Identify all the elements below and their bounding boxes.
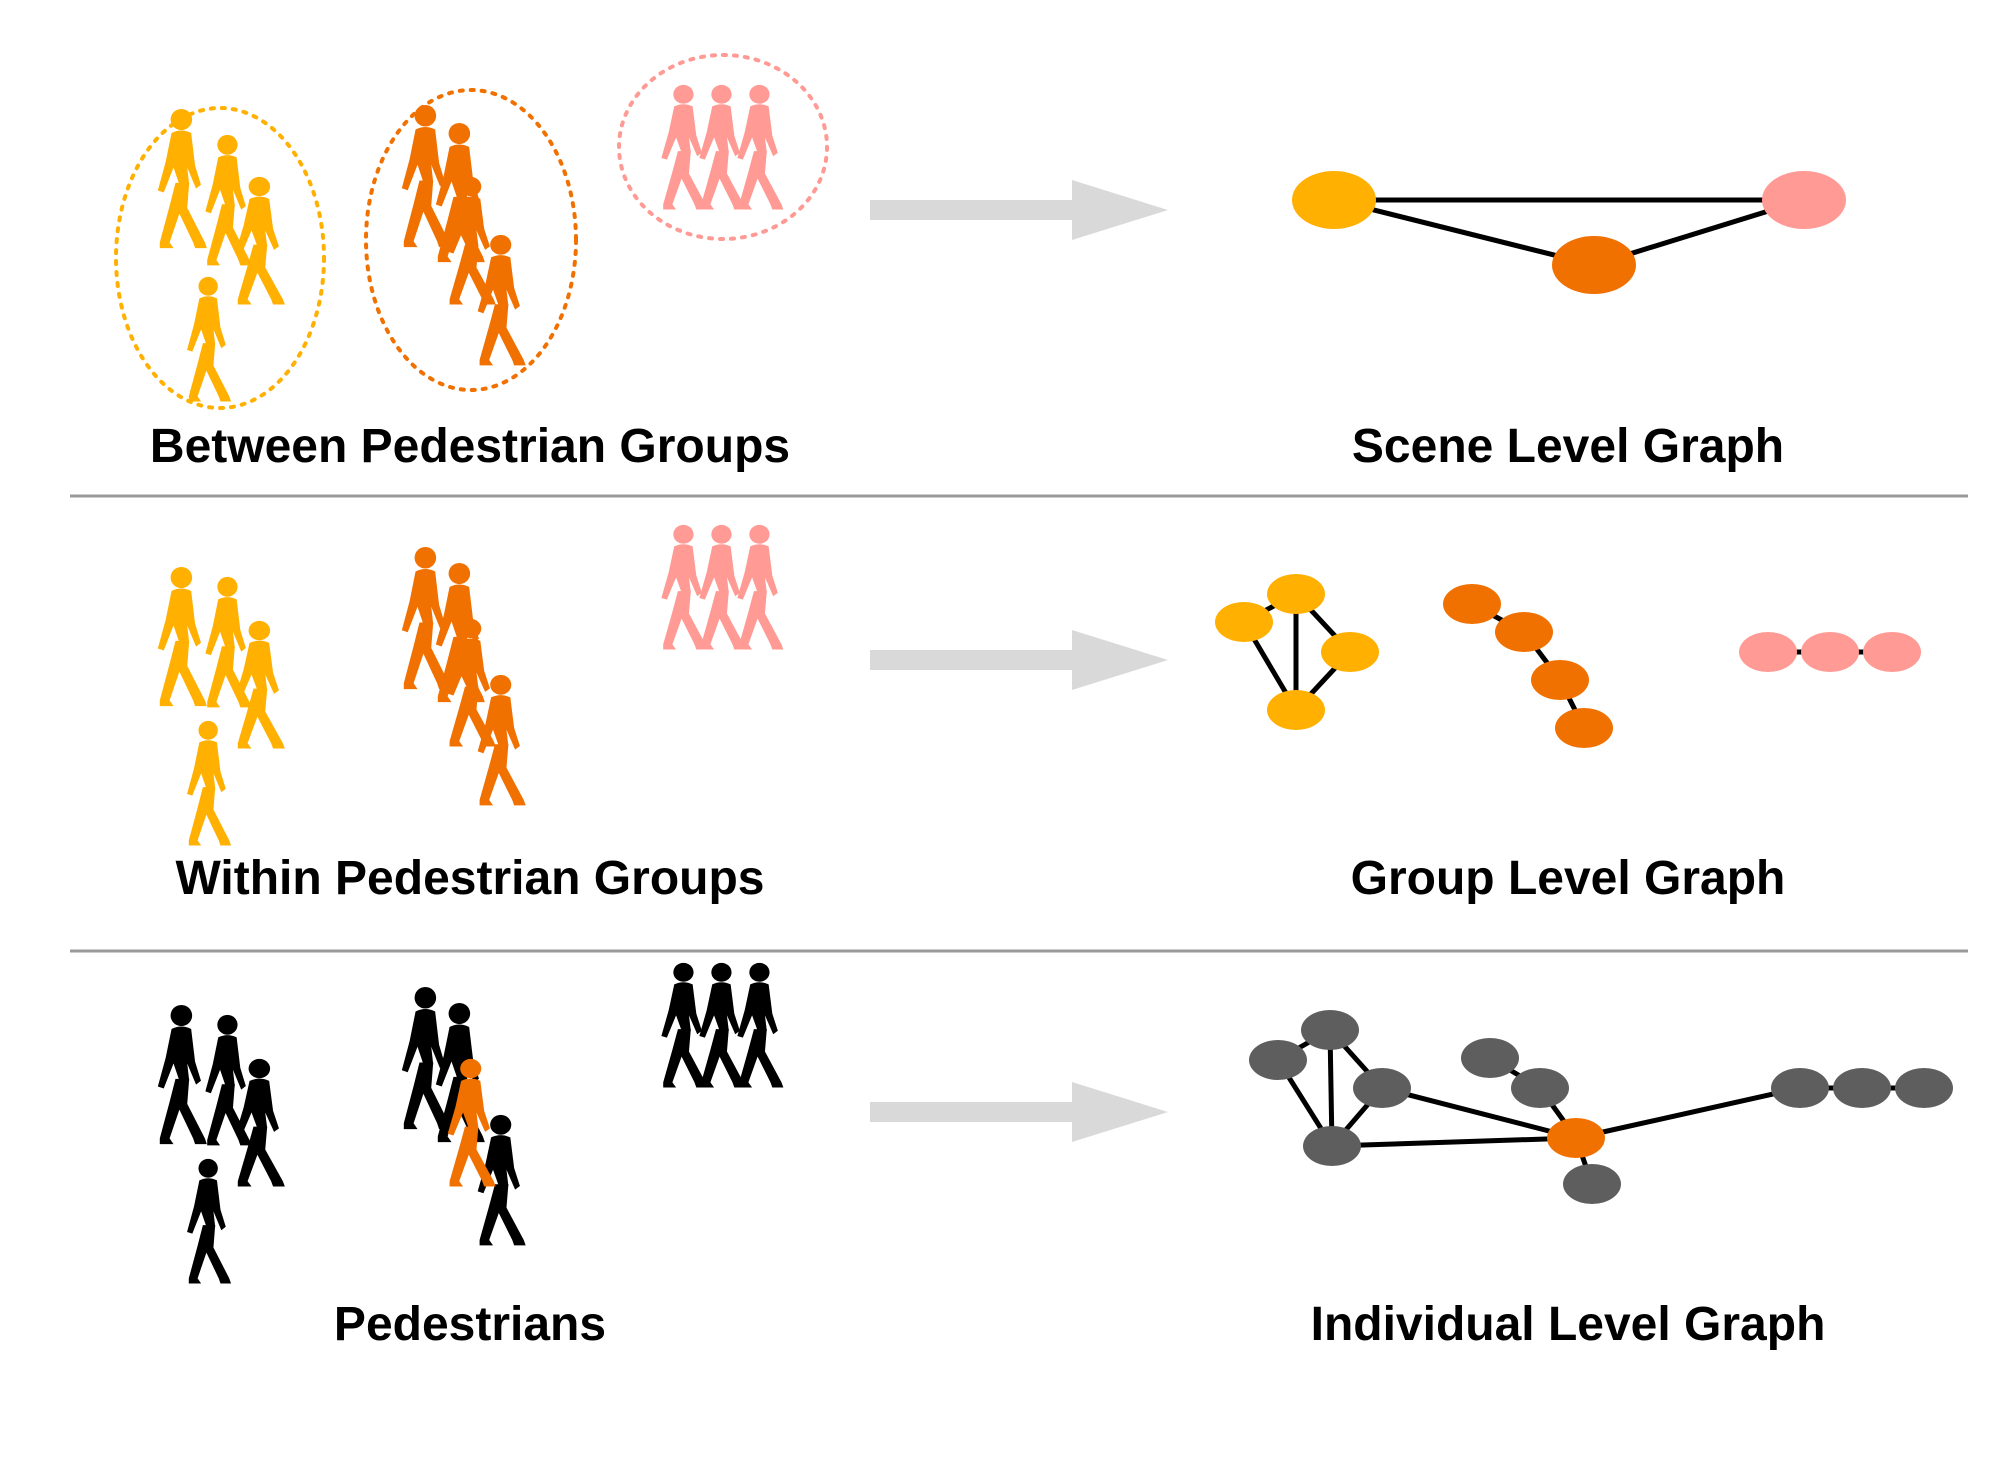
graph-node: [1215, 602, 1273, 642]
dotted-ellipse-icon: [617, 53, 829, 241]
pink-pedestrian-group: [661, 84, 784, 210]
right-row-label: Individual Level Graph: [1311, 1298, 1826, 1351]
walking-person-icon: [661, 962, 708, 1088]
walking-person-icon: [737, 84, 784, 210]
walking-person-icon: [157, 1004, 207, 1145]
left-row-label: Pedestrians: [334, 1298, 606, 1351]
graph-edge: [1379, 1085, 1579, 1141]
graph-node: [1301, 1010, 1359, 1050]
right-row-label: Group Level Graph: [1351, 852, 1786, 905]
yellow-pedestrian-group: [157, 108, 285, 402]
orange-pedestrian-group: [401, 546, 526, 806]
walking-person-icon: [187, 1158, 232, 1284]
graph-node: [1801, 632, 1859, 672]
walking-person-icon: [699, 962, 746, 1088]
walking-person-icon: [157, 566, 207, 707]
walking-person-icon: [661, 84, 708, 210]
graph-node: [1267, 690, 1325, 730]
walking-person-icon: [737, 962, 784, 1088]
graph-node: [1249, 1040, 1307, 1080]
walking-person-icon: [477, 674, 526, 806]
walking-person-icon: [661, 524, 708, 650]
row-pedestrians: Pedestrians Individual Level Graph: [157, 962, 1953, 1351]
right-arrow-icon: [870, 1082, 1168, 1142]
graph-node: [1739, 632, 1797, 672]
walking-person-icon: [235, 176, 285, 305]
graph-node: [1443, 584, 1501, 624]
pink-pedestrian-group: [661, 524, 784, 650]
graph-node: [1895, 1068, 1953, 1108]
graph-node: [1511, 1068, 1569, 1108]
dotted-ellipse-icon: [364, 88, 578, 392]
graph-node: [1495, 612, 1553, 652]
graph-node: [1552, 236, 1636, 294]
walking-person-icon: [737, 524, 784, 650]
walking-person-icon: [187, 720, 232, 846]
orange-pedestrian-group: [401, 104, 526, 366]
graph-node: [1461, 1038, 1519, 1078]
graph-node: [1555, 708, 1613, 748]
graph-node: [1321, 632, 1379, 672]
graph-node: [1267, 574, 1325, 614]
graph-node: [1563, 1164, 1621, 1204]
left-row-label: Between Pedestrian Groups: [150, 420, 790, 473]
walking-person-icon: [477, 234, 526, 366]
scene-level-graph: [1292, 171, 1846, 294]
graph-edge: [1329, 1135, 1579, 1149]
graph-edge: [1331, 197, 1597, 268]
dotted-ellipse-icon: [114, 106, 326, 410]
row-between-groups: Between Pedestrian Groups Scene Level Gr…: [114, 53, 1846, 473]
graph-node: [1531, 660, 1589, 700]
walking-person-icon: [401, 104, 451, 248]
right-arrow-icon: [870, 630, 1168, 690]
individual-level-graph: [1249, 1010, 1953, 1204]
graph-node: [1771, 1068, 1829, 1108]
graph-node: [1353, 1068, 1411, 1108]
row-within-groups: Within Pedestrian Groups Group Level Gra…: [157, 524, 1921, 905]
graph-node: [1762, 171, 1846, 229]
right-arrow-icon: [870, 180, 1168, 240]
walking-person-icon: [699, 84, 746, 210]
graph-node: [1292, 171, 1376, 229]
yellow-pedestrian-group: [157, 566, 285, 846]
walking-person-icon: [187, 276, 232, 402]
left-row-label: Within Pedestrian Groups: [176, 852, 765, 905]
graph-edge: [1573, 1085, 1803, 1141]
graph-node-highlighted: [1547, 1118, 1605, 1158]
graph-node: [1303, 1126, 1361, 1166]
graph-node: [1863, 632, 1921, 672]
right-row-label: Scene Level Graph: [1352, 420, 1784, 473]
graph-node: [1833, 1068, 1891, 1108]
walking-person-icon: [699, 524, 746, 650]
group-level-graph: [1215, 574, 1921, 748]
